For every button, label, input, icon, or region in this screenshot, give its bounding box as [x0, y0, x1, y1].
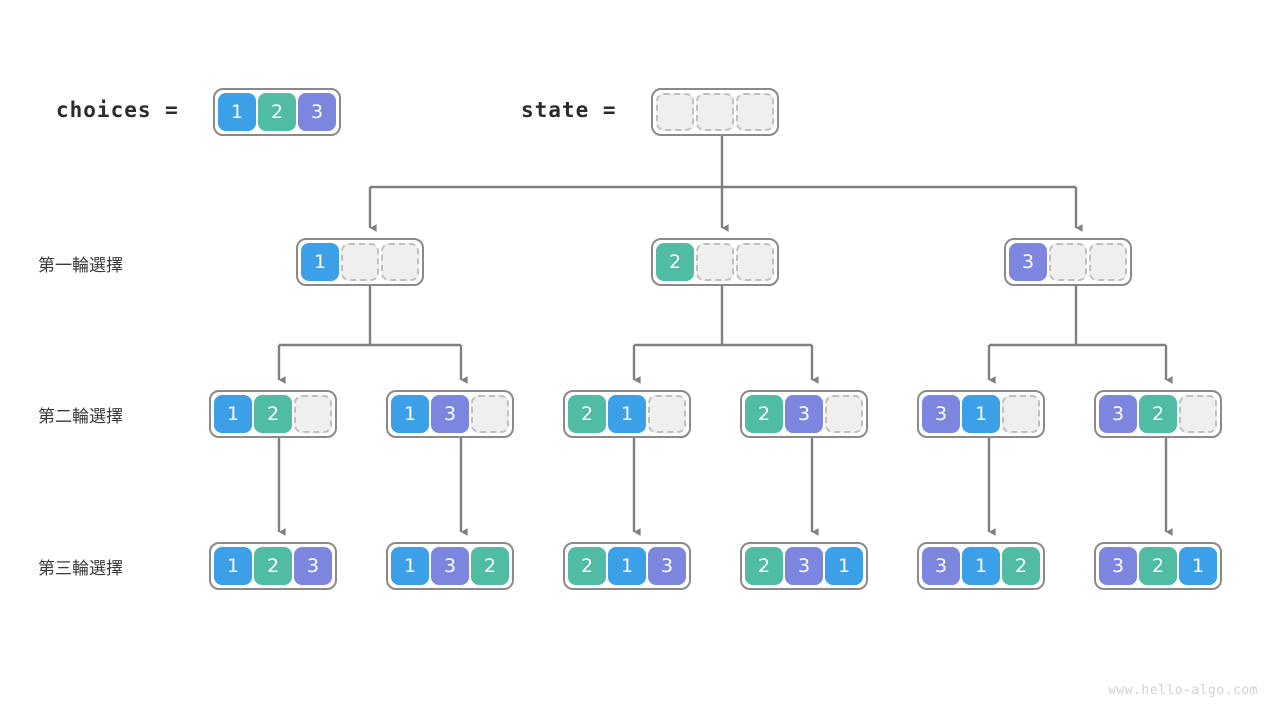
level2-node-5-cell-1: 2 — [1139, 395, 1177, 433]
level1-node-2-cell-1 — [1049, 243, 1087, 281]
level3-node-1-cell-1: 3 — [431, 547, 469, 585]
level2-node-1-cell-0: 1 — [391, 395, 429, 433]
level1-node-2-cell-2 — [1089, 243, 1127, 281]
level2-node-5-cell-2 — [1179, 395, 1217, 433]
level2-node-4-cell-0: 3 — [922, 395, 960, 433]
choices-cell-2: 3 — [298, 93, 336, 131]
level3-node-1-cell-2: 2 — [471, 547, 509, 585]
level3-node-5: 3 2 1 — [1094, 542, 1222, 590]
site-watermark: www.hello-algo.com — [1108, 683, 1258, 698]
level3-node-3-cell-0: 2 — [745, 547, 783, 585]
level3-node-5-cell-1: 2 — [1139, 547, 1177, 585]
level1-node-1-cell-1 — [696, 243, 734, 281]
state-cell-2 — [736, 93, 774, 131]
level3-node-0: 1 2 3 — [209, 542, 337, 590]
level3-node-2-cell-2: 3 — [648, 547, 686, 585]
level2-node-5-cell-0: 3 — [1099, 395, 1137, 433]
level1-node-1-cell-0: 2 — [656, 243, 694, 281]
level3-node-3-cell-2: 1 — [825, 547, 863, 585]
choices-cell-1: 2 — [258, 93, 296, 131]
level2-node-1-cell-2 — [471, 395, 509, 433]
state-array — [651, 88, 779, 136]
level1-node-0-cell-0: 1 — [301, 243, 339, 281]
level1-node-0-cell-2 — [381, 243, 419, 281]
level3-node-1: 1 3 2 — [386, 542, 514, 590]
row-label-round-1: 第一輪選擇 — [38, 256, 123, 276]
level2-node-5: 3 2 — [1094, 390, 1222, 438]
level2-node-0: 1 2 — [209, 390, 337, 438]
choices-label: choices = — [56, 98, 179, 122]
choices-cell-0: 1 — [218, 93, 256, 131]
level2-node-4: 3 1 — [917, 390, 1045, 438]
level3-node-5-cell-2: 1 — [1179, 547, 1217, 585]
level2-node-4-cell-2 — [1002, 395, 1040, 433]
level2-node-2: 2 1 — [563, 390, 691, 438]
level1-node-2-cell-0: 3 — [1009, 243, 1047, 281]
level2-node-3: 2 3 — [740, 390, 868, 438]
level3-node-4-cell-1: 1 — [962, 547, 1000, 585]
level3-node-4-cell-0: 3 — [922, 547, 960, 585]
level2-node-2-cell-1: 1 — [608, 395, 646, 433]
level3-node-4-cell-2: 2 — [1002, 547, 1040, 585]
level3-node-0-cell-0: 1 — [214, 547, 252, 585]
level3-node-5-cell-0: 3 — [1099, 547, 1137, 585]
level2-node-2-cell-0: 2 — [568, 395, 606, 433]
level3-node-3: 2 3 1 — [740, 542, 868, 590]
row-label-round-2: 第二輪選擇 — [38, 407, 123, 427]
level2-node-1: 1 3 — [386, 390, 514, 438]
state-cell-1 — [696, 93, 734, 131]
level2-node-0-cell-2 — [294, 395, 332, 433]
level2-node-0-cell-1: 2 — [254, 395, 292, 433]
level3-node-2-cell-0: 2 — [568, 547, 606, 585]
level3-node-2-cell-1: 1 — [608, 547, 646, 585]
row-label-round-3: 第三輪選擇 — [38, 559, 123, 579]
state-label: state = — [521, 98, 617, 122]
level2-node-3-cell-1: 3 — [785, 395, 823, 433]
level3-node-4: 3 1 2 — [917, 542, 1045, 590]
level3-node-3-cell-1: 3 — [785, 547, 823, 585]
level1-node-1-cell-2 — [736, 243, 774, 281]
level3-node-0-cell-2: 3 — [294, 547, 332, 585]
level3-node-2: 2 1 3 — [563, 542, 691, 590]
state-cell-0 — [656, 93, 694, 131]
choices-array: 1 2 3 — [213, 88, 341, 136]
level2-node-2-cell-2 — [648, 395, 686, 433]
level2-node-1-cell-1: 3 — [431, 395, 469, 433]
level1-node-1: 2 — [651, 238, 779, 286]
level2-node-0-cell-0: 1 — [214, 395, 252, 433]
level3-node-1-cell-0: 1 — [391, 547, 429, 585]
level1-node-2: 3 — [1004, 238, 1132, 286]
level1-node-0: 1 — [296, 238, 424, 286]
level2-node-3-cell-0: 2 — [745, 395, 783, 433]
level2-node-3-cell-2 — [825, 395, 863, 433]
level3-node-0-cell-1: 2 — [254, 547, 292, 585]
level2-node-4-cell-1: 1 — [962, 395, 1000, 433]
level1-node-0-cell-1 — [341, 243, 379, 281]
